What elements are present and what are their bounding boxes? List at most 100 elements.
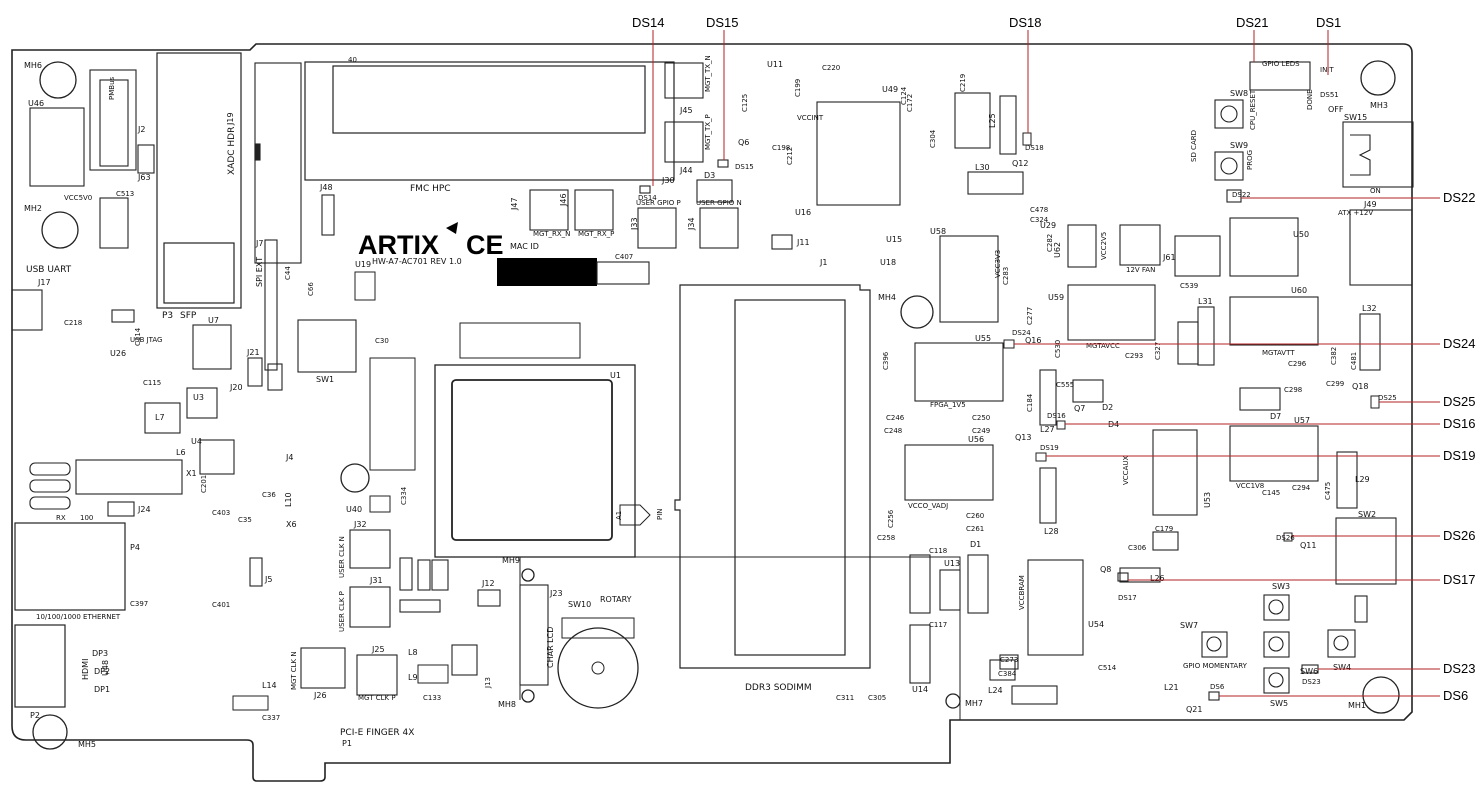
mgt-rx-p-label: MGT_RX_P: [578, 230, 614, 238]
pmbus-label: PMBus: [108, 77, 116, 100]
l24-inductor: [1011, 685, 1058, 705]
c273-cap: [999, 654, 1019, 670]
l6-label: L6: [176, 448, 186, 457]
j21-label: J21: [246, 348, 260, 357]
l31-inductor: [1197, 306, 1215, 366]
j33-label: J33: [630, 217, 639, 231]
hdmi-label: HDMI: [81, 659, 90, 680]
l26-label: L26: [1150, 574, 1165, 583]
hdmi-connector: [14, 624, 66, 708]
c539-cap: [1174, 235, 1221, 277]
ds19-led: [1035, 452, 1047, 462]
j47-sma: [529, 189, 569, 231]
c282-label: C282: [1046, 234, 1054, 252]
user-gpio-p-label: USER GPIO P: [636, 199, 681, 207]
l25-label: L25: [988, 113, 997, 128]
gpio-leds-bank: [1249, 61, 1311, 91]
j23-char-lcd: [519, 584, 549, 686]
fmc-hpc-label: FMC HPC: [410, 184, 451, 194]
prog-label: PROG: [1246, 150, 1254, 170]
callout-ds24: DS24: [1443, 336, 1476, 351]
ddr3-sodimm: [674, 284, 871, 669]
pin-a1-marker: [619, 504, 651, 526]
c293-label: C293: [1125, 352, 1143, 360]
j53: [417, 559, 431, 591]
vccbram-label: VCCBRAM: [1018, 575, 1026, 610]
u57-regulator: [1229, 425, 1319, 482]
j20-label: J20: [229, 383, 243, 392]
l28-label: L28: [1044, 527, 1059, 536]
c396-label: C396: [882, 351, 890, 370]
c246-label: C246: [886, 414, 905, 422]
j19-label: J19: [226, 112, 235, 126]
j42: [399, 599, 441, 613]
board-model: HW-A7-AC701 REV 1.0: [372, 257, 462, 266]
l30-label: L30: [975, 163, 990, 172]
c403-label: C403: [212, 509, 230, 517]
c299-label: C299: [1326, 380, 1344, 388]
pcie-ref: P1: [342, 739, 352, 748]
d1-diode: [967, 554, 989, 614]
l8-label: L8: [408, 648, 418, 657]
j21: [247, 357, 263, 387]
u7-label: U7: [208, 316, 219, 325]
u60-regulator: [1229, 296, 1319, 346]
sw4-label: SW4: [1333, 663, 1351, 672]
user-clk-p-label: USER CLK P: [338, 591, 346, 632]
sw10-label: SW10: [568, 600, 591, 609]
v100-label: 100: [80, 514, 93, 522]
mh8-label: MH8: [498, 700, 516, 709]
u19-chip: [354, 271, 376, 301]
c475-label: C475: [1324, 482, 1332, 500]
callout-leaders-right: [1014, 197, 1440, 697]
j24: [107, 501, 135, 517]
mgt-tx-n-label: MGT_TX_N: [704, 55, 712, 92]
l26-inductor: [1119, 567, 1161, 583]
rx-label: RX: [56, 514, 66, 522]
j25-label: J25: [371, 645, 385, 654]
j20: [267, 363, 283, 391]
xadc-label: XADC HDR: [227, 127, 237, 175]
p4-label: P4: [130, 543, 140, 552]
j23-label: J23: [549, 589, 563, 598]
c114-label: C114: [134, 327, 142, 346]
c311-label: C311: [836, 694, 854, 702]
c118-label: C118: [929, 547, 947, 555]
c30-label: C30: [375, 337, 389, 345]
c407-label: C407: [615, 253, 633, 261]
vcc1v8-label: VCC1V8: [1236, 482, 1264, 490]
sw3-label: SW3: [1272, 582, 1290, 591]
c66-label: C66: [307, 282, 315, 296]
sw7-button: [1201, 631, 1228, 658]
u1-label: U1: [610, 371, 621, 380]
c283-label: C283: [1002, 267, 1010, 285]
c324-label: C324: [1030, 216, 1049, 224]
l29-inductor: [1336, 451, 1358, 509]
q16-label: Q16: [1025, 336, 1041, 345]
xadc-key: [254, 143, 261, 161]
u56-regulator: [904, 444, 994, 501]
sw15-label: SW15: [1344, 113, 1367, 122]
callout-ds22: DS22: [1443, 190, 1476, 205]
vcc2v5-label: VCC2V5: [1100, 232, 1108, 260]
c118-cap: [909, 554, 931, 614]
callout-ds6: DS6: [1443, 688, 1469, 703]
ds51-label: DS51: [1320, 91, 1339, 99]
sw6-cap: [1268, 636, 1284, 652]
c220-label: C220: [822, 64, 840, 72]
ds16-ref: DS16: [1047, 412, 1066, 420]
c117-label: C117: [929, 621, 947, 629]
d3-diode: [696, 179, 733, 203]
c133-label: C133: [423, 694, 441, 702]
gpio-leds-label: GPIO LEDS: [1262, 60, 1300, 68]
j61-fan: [1119, 224, 1161, 266]
j4-label: J4: [285, 453, 293, 462]
ds24-ref: DS24: [1012, 329, 1031, 337]
sw15-power: [1342, 121, 1414, 188]
j13-label: J13: [484, 677, 492, 689]
c306-cap: [1152, 531, 1179, 551]
sfp-cage: [156, 52, 242, 309]
u29-label: U29: [1040, 221, 1056, 230]
fan-label: 12V FAN: [1126, 266, 1155, 274]
